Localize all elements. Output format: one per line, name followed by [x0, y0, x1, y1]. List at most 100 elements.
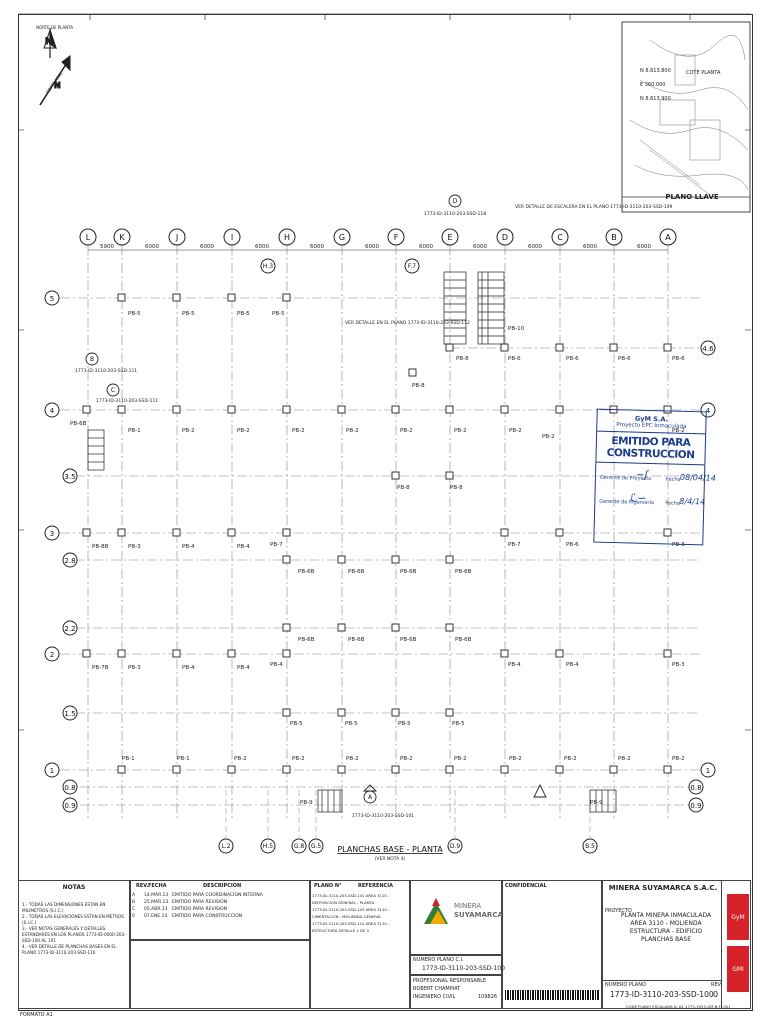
minera-logo-icon [424, 898, 448, 924]
svg-text:6000: 6000 [637, 244, 651, 250]
svg-text:3: 3 [50, 530, 54, 538]
svg-text:0.8: 0.8 [64, 784, 75, 792]
svg-text:6000: 6000 [365, 244, 379, 250]
svg-text:PB-2: PB-2 [346, 756, 359, 762]
logo-text-2: SUYAMARCA [454, 911, 503, 919]
svg-text:6000: 6000 [419, 244, 433, 250]
svg-text:PB-1: PB-1 [122, 756, 135, 762]
svg-text:PB-2: PB-2 [292, 756, 305, 762]
svg-text:PB-6B: PB-6B [400, 569, 417, 575]
svg-text:PB-5: PB-5 [128, 311, 141, 317]
svg-text:2.8: 2.8 [64, 557, 75, 565]
svg-text:B.5: B.5 [585, 843, 595, 850]
svg-text:PB-2: PB-2 [672, 756, 685, 762]
svg-text:PB-5: PB-5 [237, 311, 250, 317]
plan-title: PLANCHAS BASE - PLANTA [337, 845, 443, 854]
svg-text:PB-3: PB-3 [672, 542, 685, 548]
svg-text:PB-4: PB-4 [237, 544, 250, 550]
svg-text:PB-6: PB-6 [566, 542, 579, 548]
barcode-icon [505, 990, 599, 1000]
svg-text:PB-1: PB-1 [128, 428, 141, 434]
svg-text:6000: 6000 [200, 244, 214, 250]
svg-text:H: H [284, 233, 290, 242]
stamp-date-1: 08/04/14 [679, 472, 717, 483]
svg-text:D.9: D.9 [450, 843, 461, 850]
svg-text:1773-ID-3110-203-SSD-118: 1773-ID-3110-203-SSD-118 [424, 211, 486, 217]
svg-text:0.9: 0.9 [690, 802, 701, 810]
svg-text:6000: 6000 [255, 244, 269, 250]
svg-text:PB-6B: PB-6B [455, 569, 472, 575]
svg-text:K: K [119, 233, 125, 242]
svg-text:PB-1: PB-1 [177, 756, 190, 762]
svg-text:PB-4: PB-4 [508, 662, 521, 668]
svg-text:N: N [45, 37, 53, 47]
svg-text:PB-5: PB-5 [452, 721, 465, 727]
svg-text:PB-5: PB-5 [398, 721, 411, 727]
svg-text:PB-2: PB-2 [564, 756, 577, 762]
svg-text:PB-6: PB-6 [618, 356, 631, 362]
svg-text:PB-3: PB-3 [128, 665, 141, 671]
svg-text:PB-4: PB-4 [182, 544, 195, 550]
svg-text:3.5: 3.5 [64, 473, 75, 481]
svg-text:G.8: G.8 [294, 843, 305, 850]
svg-text:PB-2: PB-2 [618, 756, 631, 762]
column-grid-bubbles [79, 228, 677, 246]
svg-text:PB-8B: PB-8B [92, 544, 109, 550]
logo-text-1: MINERA [454, 902, 482, 910]
row-grid-bubbles [44, 290, 716, 813]
north-label: NORTE DE PLANTA [36, 25, 74, 30]
svg-text:PB-6B: PB-6B [348, 569, 365, 575]
key-plan-frame [621, 21, 751, 213]
svg-text:VER DETALLE DE ESCALERA EN EL: VER DETALLE DE ESCALERA EN EL PLANO 1773… [515, 204, 672, 210]
svg-text:PB-10: PB-10 [508, 326, 525, 332]
svg-text:H.5: H.5 [263, 843, 273, 850]
svg-text:B: B [611, 233, 617, 242]
svg-text:1773-ID-3110-203-SSD-101: 1773-ID-3110-203-SSD-101 [352, 813, 414, 819]
notes-header: NOTAS [62, 884, 86, 891]
svg-text:2.2: 2.2 [64, 625, 75, 633]
svg-text:C: C [111, 387, 115, 394]
svg-text:N: N [54, 81, 61, 90]
svg-text:PB-6: PB-6 [508, 356, 521, 362]
svg-text:PB-6: PB-6 [566, 356, 579, 362]
svg-text:5: 5 [50, 295, 54, 303]
svg-text:PB-2: PB-2 [454, 428, 467, 434]
svg-text:6000: 6000 [310, 244, 324, 250]
svg-text:A: A [368, 794, 373, 801]
svg-text:PB-9: PB-9 [590, 800, 603, 806]
svg-text:PB-5: PB-5 [290, 721, 303, 727]
gym-logo: GyM [727, 894, 749, 940]
grid-label: L [86, 233, 91, 242]
svg-text:0.8: 0.8 [690, 784, 701, 792]
svg-text:1773-ID-3110-203-SSD-111: 1773-ID-3110-203-SSD-111 [96, 398, 158, 404]
svg-text:PB-8: PB-8 [397, 485, 410, 491]
svg-text:2: 2 [50, 651, 54, 659]
svg-text:VER DETALLE EN EL PLANO 1773-I: VER DETALLE EN EL PLANO 1773-ID-3110-203… [345, 320, 470, 326]
svg-text:A: A [665, 233, 671, 242]
svg-text:6000: 6000 [473, 244, 487, 250]
notes-list: 1.- TODAS LAS DIMENSIONES ESTAN EN MILIM… [22, 902, 126, 955]
svg-text:6000: 6000 [583, 244, 597, 250]
svg-text:PB-5: PB-5 [272, 311, 285, 317]
svg-text:PB-7: PB-7 [508, 542, 521, 548]
svg-text:PB-6B: PB-6B [455, 637, 472, 643]
sheet-format: FORMATO A1 [20, 1012, 53, 1018]
svg-text:PB-9: PB-9 [300, 800, 313, 806]
svg-text:PB-7: PB-7 [270, 542, 283, 548]
svg-text:PB-2: PB-2 [237, 428, 250, 434]
svg-text:PB-2: PB-2 [454, 756, 467, 762]
stamp-date-2: 8/4/14 [679, 496, 706, 507]
client-name: MINERA SUYAMARCA S.A.C. [608, 884, 718, 892]
svg-text:C: C [557, 233, 563, 242]
svg-text:6000: 6000 [145, 244, 159, 250]
svg-text:F: F [394, 233, 399, 242]
signature-icon: ~ʃ [635, 469, 648, 481]
svg-text:PB-6B: PB-6B [298, 637, 315, 643]
svg-text:PB-4: PB-4 [566, 662, 579, 668]
svg-text:G.5: G.5 [311, 843, 322, 850]
stamp-status: EMITIDO PARA CONSTRUCCION [596, 430, 706, 466]
signature-icon: ℒ∽ [629, 491, 647, 505]
svg-text:PB-2: PB-2 [542, 434, 555, 440]
svg-text:H.3: H.3 [263, 263, 273, 270]
